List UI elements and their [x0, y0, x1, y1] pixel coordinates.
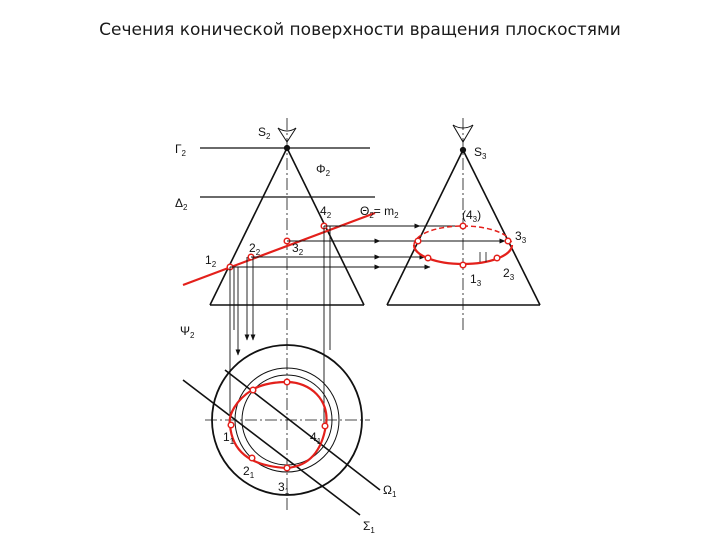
label-theta-m: Θ2= m2	[360, 204, 399, 220]
point-2-1	[248, 454, 256, 462]
label-point-3-1: 31	[278, 480, 290, 496]
label-point-2-1: 21	[243, 464, 255, 480]
point-upleft-1	[249, 386, 257, 394]
point-3-3	[504, 237, 512, 245]
front-view	[200, 118, 375, 512]
point-4-1	[321, 422, 329, 430]
label-point-4-2: 42	[320, 204, 332, 220]
profile-apex-point	[459, 146, 467, 154]
front-apex-point	[283, 144, 291, 152]
point-left-3	[414, 237, 422, 245]
labels: Г2 Δ2 S2 Φ2 S3 12 22 32 42 Θ2= m2 (43) 3…	[175, 125, 527, 535]
label-omega: Ω1	[383, 483, 397, 499]
projection-lines-down	[229, 226, 331, 425]
sigma-plane-trace	[182, 379, 361, 516]
point-1-1	[227, 421, 235, 429]
label-point-2-2: 22	[249, 241, 261, 257]
point-2-3	[493, 254, 501, 262]
profile-section-ellipse	[412, 222, 514, 269]
label-point-4-3: (43)	[462, 208, 481, 224]
point-a-3	[424, 254, 432, 262]
label-gamma: Г2	[175, 142, 187, 158]
front-apex-arc	[277, 127, 297, 132]
profile-apex-hint	[452, 124, 474, 143]
label-point-1-3: 13	[470, 272, 482, 288]
point-top-1	[283, 378, 291, 386]
projection-lines-right	[230, 223, 506, 270]
label-point-2-3: 23	[503, 266, 515, 282]
profile-cone-left-generatrix	[386, 149, 464, 306]
point-4-3	[459, 222, 467, 230]
label-s2: S2	[258, 125, 271, 141]
label-point-3-3: 33	[515, 229, 527, 245]
label-sigma: Σ1	[363, 519, 375, 535]
point-1-3	[459, 261, 467, 269]
plan-section-curve	[227, 378, 329, 472]
label-point-3-2: 32	[292, 241, 304, 257]
profile-cone-right-generatrix	[462, 149, 541, 306]
label-delta: Δ2	[175, 196, 188, 212]
front-section-line	[182, 211, 376, 287]
slide-title: Сечения конической поверхности вращения …	[99, 20, 621, 40]
front-apex-hint	[277, 127, 297, 143]
label-point-4-1: 41	[310, 430, 322, 446]
label-s3: S3	[474, 145, 487, 161]
point-3-1	[283, 464, 291, 472]
plan-view	[182, 344, 381, 516]
label-point-1-2: 12	[205, 253, 217, 269]
front-cone-left-generatrix	[209, 147, 288, 306]
label-psi: Ψ2	[180, 324, 195, 340]
label-phi: Φ2	[316, 162, 331, 178]
label-point-1-1: 11	[223, 430, 235, 446]
profile-apex-arc	[452, 124, 474, 129]
